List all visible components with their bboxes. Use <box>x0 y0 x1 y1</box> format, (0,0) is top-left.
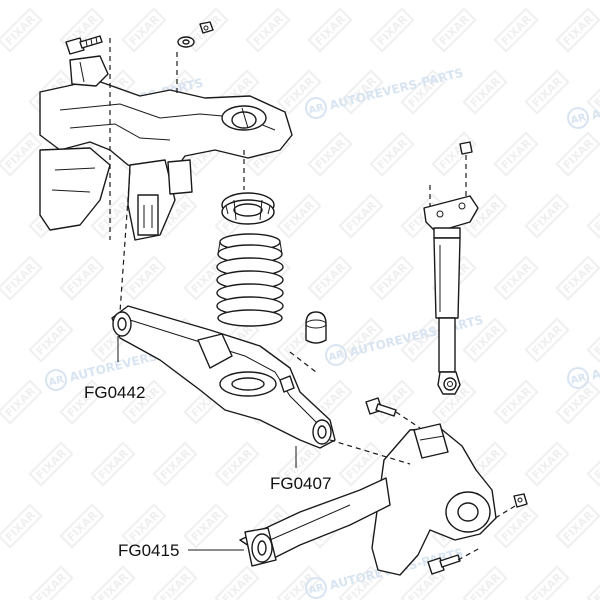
fixar-watermark-logo: FIXAR <box>493 7 539 53</box>
fixar-watermark-logo: FIXAR <box>59 255 105 301</box>
fixar-watermark-logo: FIXAR <box>369 131 415 177</box>
fixar-watermark-logo: FIXAR <box>493 379 539 425</box>
fixar-watermark-logo: FIXAR <box>276 193 322 239</box>
fixar-watermark-logo: FIXAR <box>28 565 74 600</box>
fixar-watermark-logo: FIXAR <box>307 7 353 53</box>
fixar-watermark-logo: FIXAR <box>0 131 43 177</box>
callout-fg0442: FG0442 <box>84 383 145 402</box>
svg-text:AR: AR <box>48 374 66 388</box>
shock-absorber <box>423 141 479 395</box>
fixar-watermark-logo: FIXAR <box>524 69 570 115</box>
fixar-watermark-logo: FIXAR <box>524 193 570 239</box>
top-washer <box>177 36 195 48</box>
fixar-watermark-logo: FIXAR <box>307 255 353 301</box>
svg-text:AR: AR <box>308 102 326 116</box>
fixar-watermark-logo: FIXAR <box>338 441 384 487</box>
svg-text:FIXAR: FIXAR <box>592 570 600 600</box>
callout-fg0407: FG0407 <box>270 474 331 493</box>
fixar-watermark-logo: FIXAR <box>90 565 136 600</box>
fixar-watermark-logo: FIXAR <box>586 317 600 363</box>
fixar-watermark-logo: FIXAR <box>183 503 229 549</box>
fixar-watermark-logo: FIXAR <box>555 131 600 177</box>
svg-text:AR: AR <box>570 372 588 386</box>
fixar-watermark-logo: FIXAR <box>121 7 167 53</box>
fixar-watermark-logo: FIXAR <box>493 131 539 177</box>
knuckle-bolt <box>427 547 481 575</box>
fixar-watermark-logo: FIXAR <box>586 193 600 239</box>
fixar-watermark-logo: FIXAR <box>59 503 105 549</box>
fixar-watermark-logo: FIXAR <box>586 441 600 487</box>
fixar-watermark-logo: FIXAR <box>0 379 43 425</box>
fixar-watermark-logo: FIXAR <box>462 69 508 115</box>
fixar-watermark-logo: FIXAR <box>369 7 415 53</box>
svg-text:AR: AR <box>328 349 346 363</box>
fixar-watermark-logo: FIXAR <box>555 503 600 549</box>
bump-stop <box>305 311 327 344</box>
fixar-watermark-logo: FIXAR <box>245 7 291 53</box>
fixar-watermark-logo: FIXAR <box>493 503 539 549</box>
fixar-watermark-logo: FIXAR <box>307 131 353 177</box>
svg-text:AR: AR <box>308 582 326 596</box>
fixar-watermark-logo: FIXAR <box>431 131 477 177</box>
fixar-watermark-logo: FIXAR <box>276 441 322 487</box>
fixar-watermark-logo: FIXAR <box>586 565 600 600</box>
coil-spring <box>216 233 284 327</box>
fixar-watermark-logo: FIXAR <box>555 255 600 301</box>
top-nut <box>199 21 214 34</box>
fixar-watermark-logo: FIXAR <box>0 255 43 301</box>
fixar-watermark-logo: FIXAR <box>214 441 260 487</box>
lower-control-arm <box>111 305 336 449</box>
fixar-watermark-logo: FIXAR <box>338 193 384 239</box>
fixar-watermark-logo: FIXAR <box>369 255 415 301</box>
subframe-bolt <box>65 35 103 55</box>
fixar-watermark-logo: FIXAR <box>28 317 74 363</box>
callout-fg0415: FG0415 <box>118 541 179 560</box>
fixar-watermark-logo: FIXAR <box>524 441 570 487</box>
fixar-watermark-logo: FIXAR <box>524 565 570 600</box>
fixar-watermark-logo: FIXAR <box>90 441 136 487</box>
fixar-watermark-logo: FIXAR <box>462 565 508 600</box>
shock-lower-bolt <box>365 397 421 429</box>
fixar-watermark-logo: FIXAR <box>555 7 600 53</box>
fixar-watermark-logo: FIXAR <box>214 565 260 600</box>
spring-upper-insulator <box>221 192 275 225</box>
fixar-watermark-logo: FIXAR <box>121 255 167 301</box>
knuckle-nut <box>491 493 528 521</box>
knuckle-trailing-arm <box>239 423 497 576</box>
fixar-watermark-logo: FIXAR <box>493 255 539 301</box>
fixar-watermark-logo: FIXAR <box>152 565 198 600</box>
fixar-watermark-logo: FIXAR <box>152 441 198 487</box>
svg-text:AR: AR <box>570 112 588 126</box>
fixar-watermark-logo: FIXAR <box>28 441 74 487</box>
fixar-watermark-logo: FIXAR <box>524 317 570 363</box>
subframe <box>39 55 293 241</box>
svg-text:AUTOREVERS-PARTS: AUTOREVERS-PARTS <box>328 66 465 113</box>
fixar-watermark-logo: FIXAR <box>0 7 43 53</box>
fixar-watermark-logo: FIXAR <box>431 7 477 53</box>
fixar-watermark-logo: FIXAR <box>0 503 43 549</box>
